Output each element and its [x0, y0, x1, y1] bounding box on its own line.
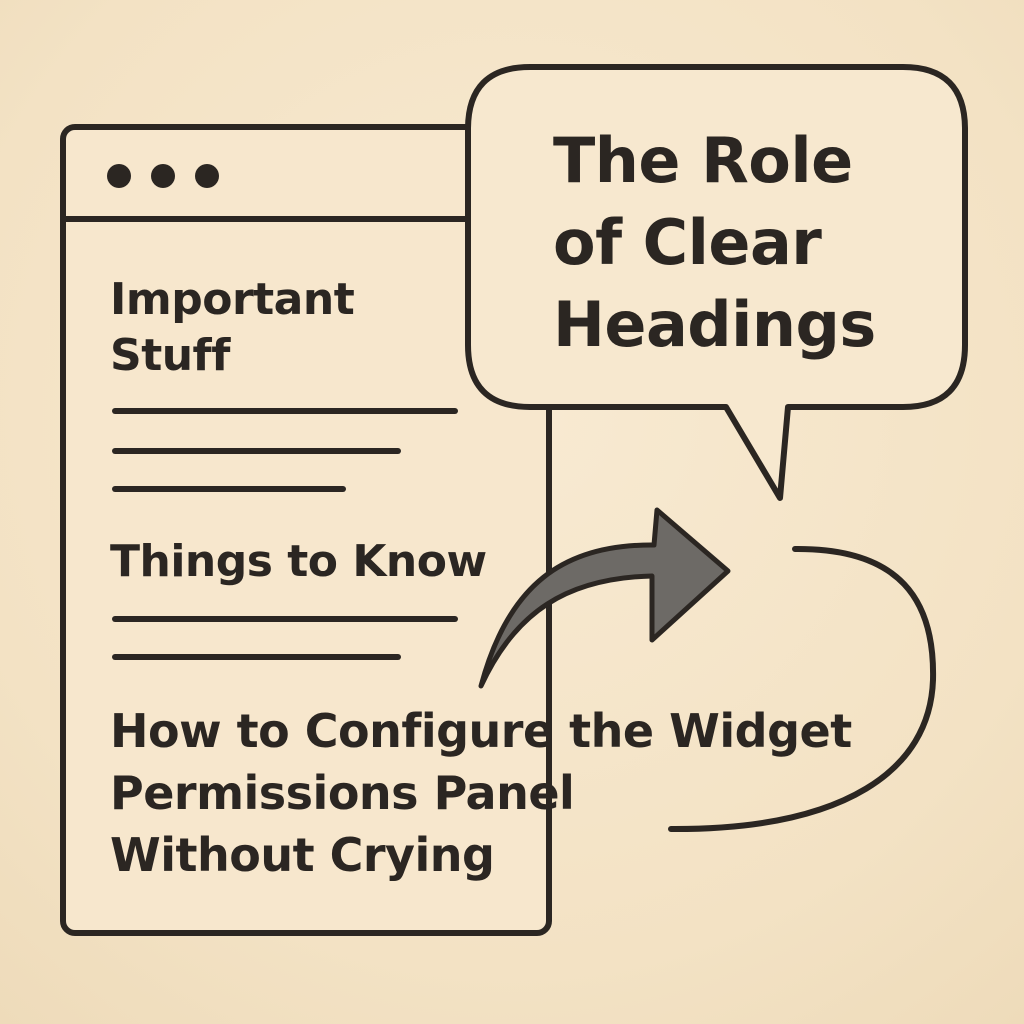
section-heading-important-stuff: Important Stuff [110, 272, 370, 384]
heading-line: Permissions Panel [110, 766, 575, 820]
heading-line: Things to Know [110, 536, 487, 587]
section-heading-configure-widget: How to Configure the Widget Permissions … [110, 700, 852, 886]
bubble-line: The Role [553, 124, 853, 197]
heading-line: Without Crying [110, 828, 495, 882]
ellipsis-dots-icon [107, 164, 219, 188]
loop-curve-icon [668, 545, 937, 833]
document-window-frame [60, 124, 552, 936]
window-dot [151, 164, 175, 188]
window-dot [107, 164, 131, 188]
heading-line: Stuff [110, 330, 230, 381]
speech-bubble [465, 64, 968, 501]
section-1-text-lines [112, 408, 458, 492]
bubble-line: of Clear [553, 206, 822, 279]
section-heading-things-to-know: Things to Know [110, 534, 487, 590]
section-2-text-lines [112, 616, 458, 660]
heading-line: How to Configure the Widget [110, 704, 852, 758]
speech-bubble-title: The Role of Clear Headings [553, 120, 913, 366]
curved-arrow-icon [478, 507, 731, 689]
window-dot [195, 164, 219, 188]
bubble-line: Headings [553, 288, 876, 361]
heading-line: Important [110, 274, 355, 325]
